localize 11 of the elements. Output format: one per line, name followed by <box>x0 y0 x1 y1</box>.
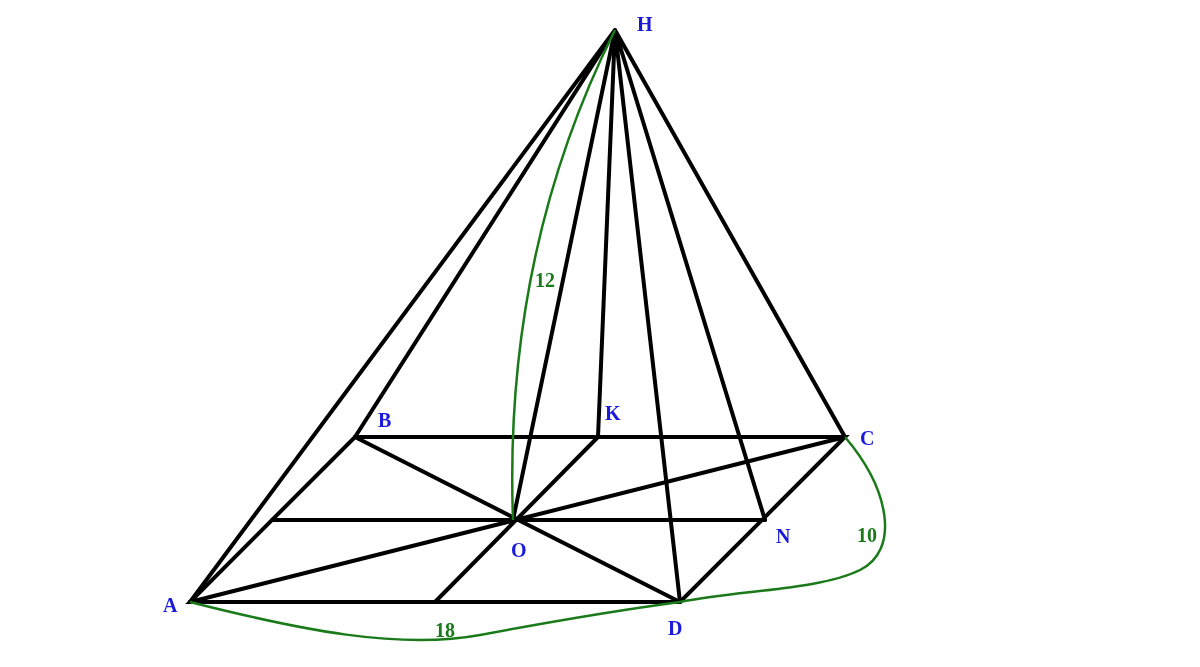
dimension-label: 12 <box>535 270 555 290</box>
dimension-label: 10 <box>857 525 877 545</box>
point-label: N <box>776 526 791 546</box>
point-label: K <box>605 403 621 423</box>
point-label: A <box>163 595 178 615</box>
point-label: O <box>511 540 527 560</box>
point-label: B <box>378 410 392 430</box>
point-label: C <box>860 428 875 448</box>
point-label: H <box>637 14 653 34</box>
dimension-label: 18 <box>435 620 455 640</box>
point-label: D <box>668 618 683 638</box>
